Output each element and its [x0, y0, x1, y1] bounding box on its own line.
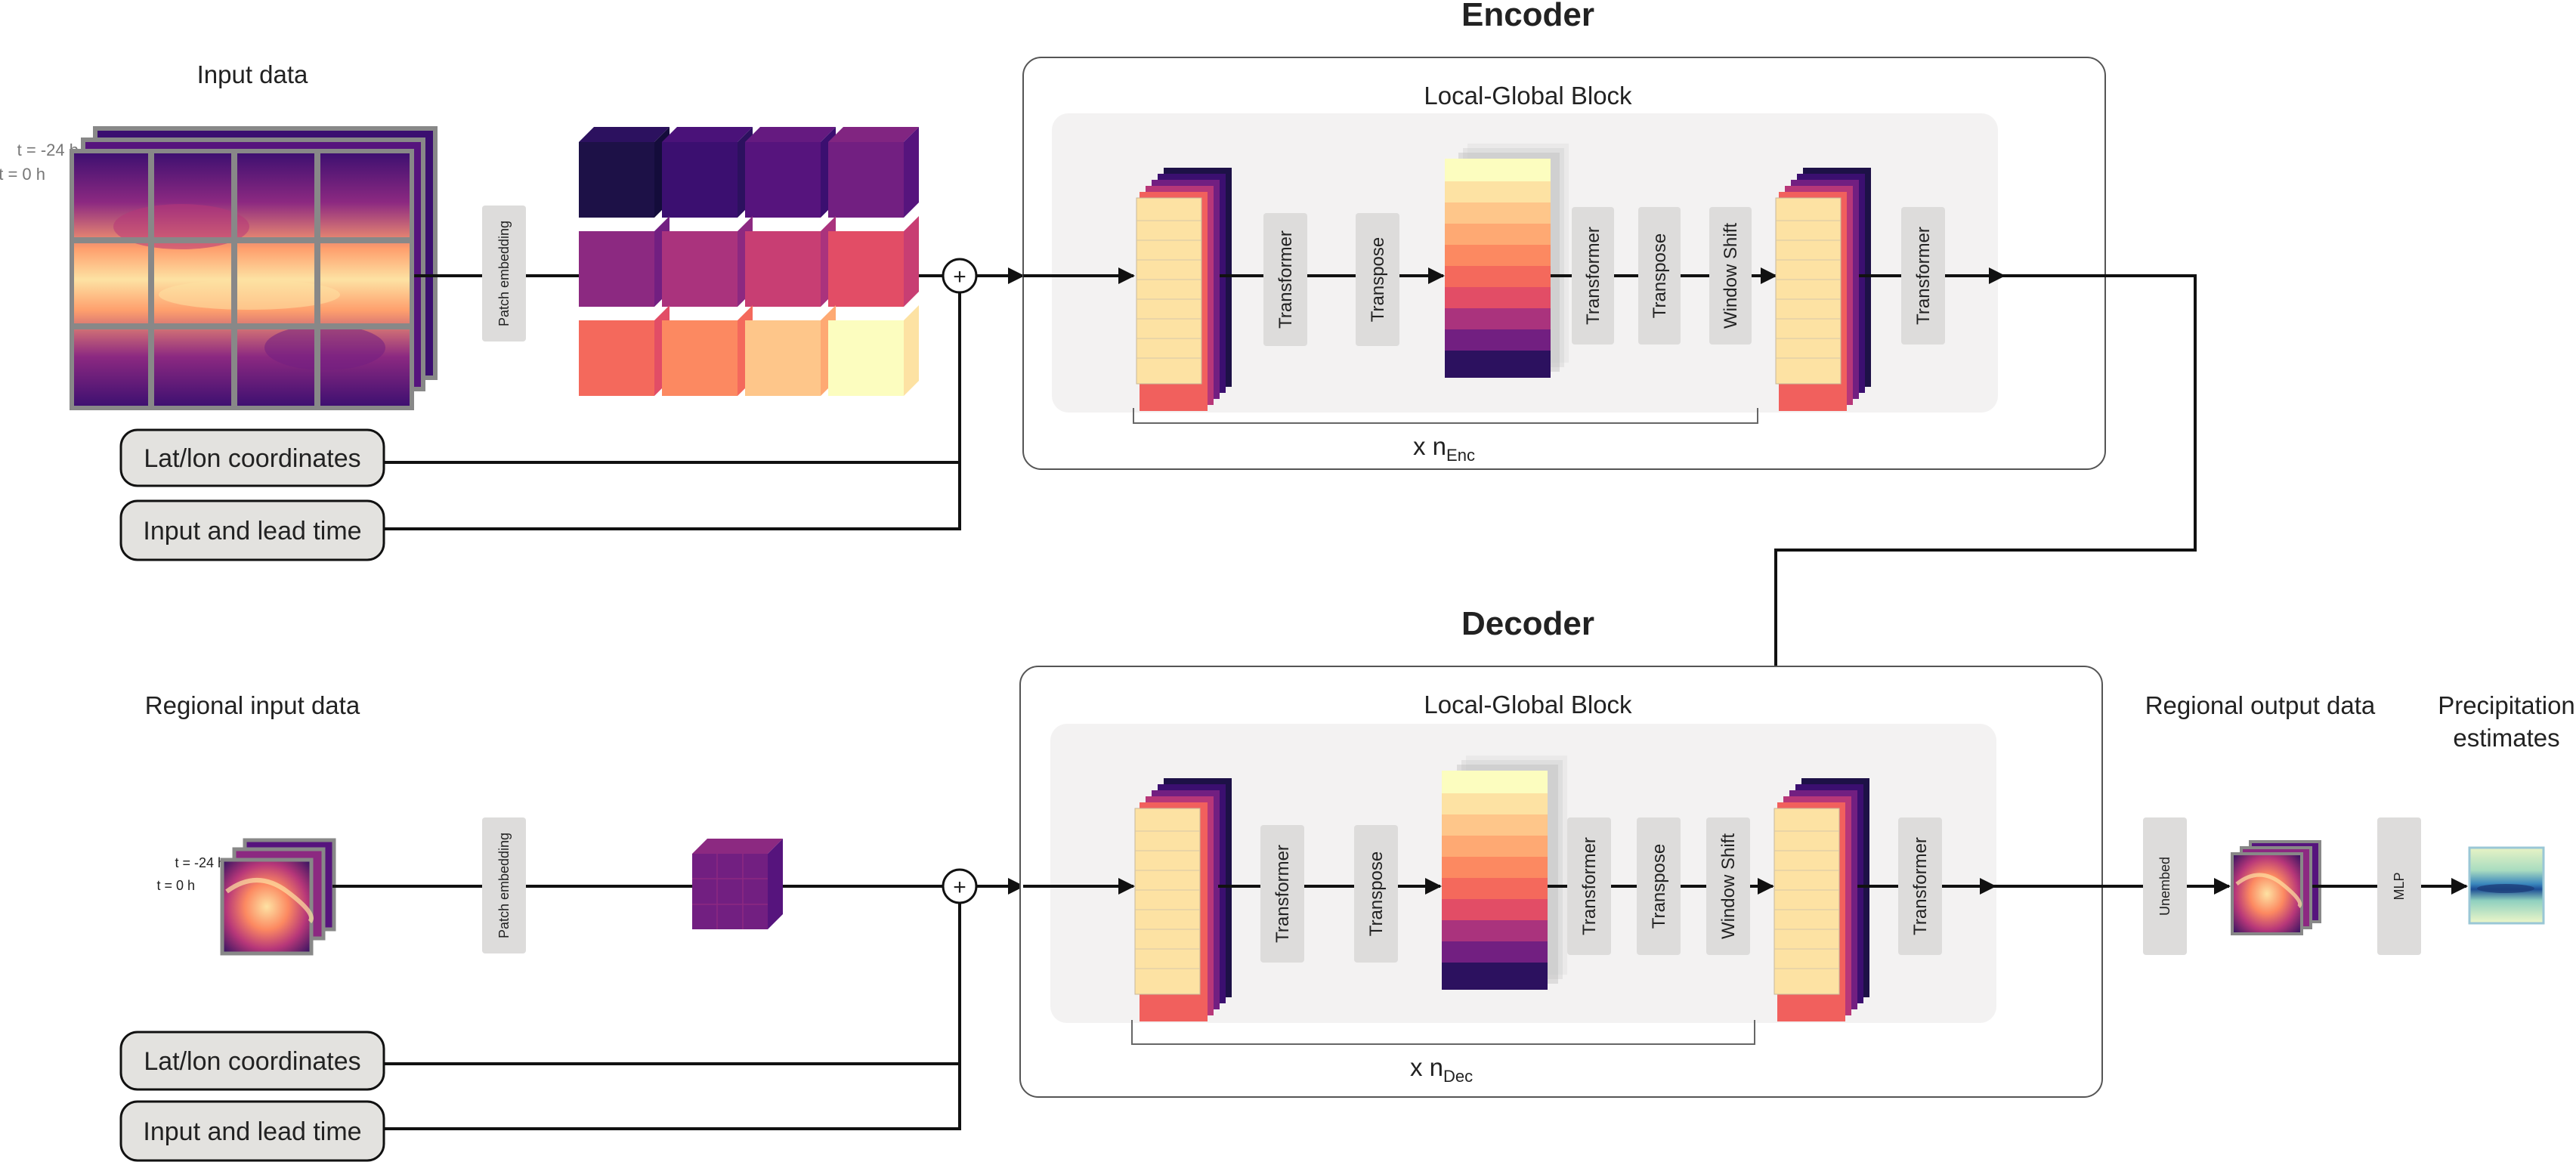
latlon-pill-encoder	[119, 428, 385, 487]
repeat-bracket-encoder	[1133, 408, 1758, 424]
transformer-box-dec-2	[1567, 817, 1611, 955]
precipitation-image	[2468, 846, 2545, 925]
input-data-image	[70, 126, 438, 410]
window-shift-box-dec	[1706, 817, 1750, 955]
transformer-label-dec-2: Transformer	[1579, 837, 1600, 935]
repeat-label-decoder: x nDec	[1410, 1053, 1473, 1086]
repeat-bracket-decoder	[1131, 1020, 1755, 1045]
token-stack-2-encoder	[1775, 168, 1871, 411]
transformer-box-enc-2	[1572, 207, 1614, 345]
plus-sign-decoder: +	[953, 875, 966, 900]
decoder-block-title: Local-Global Block	[1424, 691, 1632, 719]
time-label-prev: t = -24 h	[17, 141, 79, 159]
transpose-label-dec-1: Transpose	[1366, 851, 1387, 937]
transpose-box-enc-2	[1638, 207, 1681, 345]
transformer-label-enc-3: Transformer	[1913, 227, 1934, 325]
patch-embedding-label-decoder: Patch embedding	[496, 833, 512, 938]
transpose-label-enc-1: Transpose	[1368, 237, 1388, 323]
transformer-label-dec-3: Transformer	[1910, 837, 1931, 935]
patch-embedding-box	[482, 206, 526, 341]
window-shift-label-enc: Window Shift	[1721, 223, 1741, 329]
precip-title-line1: Precipitation	[2438, 691, 2575, 719]
input-data-title: Input data	[197, 60, 308, 88]
regional-patch-cube	[692, 839, 783, 929]
unembed-box	[2143, 817, 2187, 955]
transpose-label-enc-2: Transpose	[1650, 233, 1670, 319]
plus-sign-encoder: +	[953, 264, 966, 289]
leadtime-pill-decoder	[119, 1100, 385, 1162]
encoder-block-title: Local-Global Block	[1424, 82, 1632, 110]
latlon-label-decoder: Lat/lon coordinates	[144, 1047, 360, 1076]
window-shift-label-dec: Window Shift	[1718, 833, 1739, 939]
transpose-box-dec-2	[1637, 817, 1681, 955]
transpose-box-enc-1	[1356, 213, 1399, 346]
transformer-box-dec-1	[1260, 825, 1304, 963]
transformer-box-dec-3	[1898, 817, 1942, 955]
transpose-label-dec-2: Transpose	[1649, 844, 1669, 929]
encoder-title: Encoder	[1461, 0, 1594, 33]
leadtime-label-encoder: Input and lead time	[143, 517, 361, 545]
latlon-pill-decoder	[119, 1031, 385, 1091]
token-stack-2-decoder	[1774, 778, 1869, 1021]
token-stack-1-encoder	[1136, 168, 1232, 411]
transformer-box-enc-3	[1901, 207, 1945, 345]
latlon-label-encoder: Lat/lon coordinates	[144, 444, 360, 473]
transformer-label-enc-1: Transformer	[1276, 230, 1296, 329]
time-label-now: t = 0 h	[0, 165, 45, 184]
mlp-box	[2377, 817, 2421, 955]
mlp-label: MLP	[2392, 872, 2407, 900]
patch-embedding-label: Patch embedding	[496, 221, 512, 326]
regional-input-title: Regional input data	[145, 691, 360, 719]
window-shift-box-enc	[1709, 207, 1752, 345]
decoder-title: Decoder	[1461, 605, 1594, 642]
transformer-label-enc-2: Transformer	[1583, 227, 1603, 325]
transformer-label-dec-1: Transformer	[1273, 845, 1293, 943]
regional-input-image	[220, 838, 336, 956]
repeat-label-encoder: x nEnc	[1413, 432, 1475, 465]
regional-time-now: t = 0 h	[156, 878, 195, 893]
token-stack-1-decoder	[1134, 778, 1232, 1021]
precip-title-line2: estimates	[2453, 724, 2559, 752]
regional-output-title: Regional output data	[2145, 691, 2376, 719]
regional-time-prev: t = -24 h	[175, 855, 225, 870]
transpose-box-dec-1	[1354, 825, 1398, 963]
leadtime-label-decoder: Input and lead time	[143, 1117, 361, 1146]
unembed-label: Unembed	[2157, 857, 2172, 916]
patch-cubes	[579, 127, 919, 396]
regional-output-image	[2231, 840, 2321, 935]
transformer-box-enc-1	[1263, 213, 1307, 346]
patch-embedding-box-decoder	[482, 817, 526, 953]
transposed-stack-decoder	[1442, 756, 1567, 990]
transposed-stack-encoder	[1445, 144, 1569, 378]
